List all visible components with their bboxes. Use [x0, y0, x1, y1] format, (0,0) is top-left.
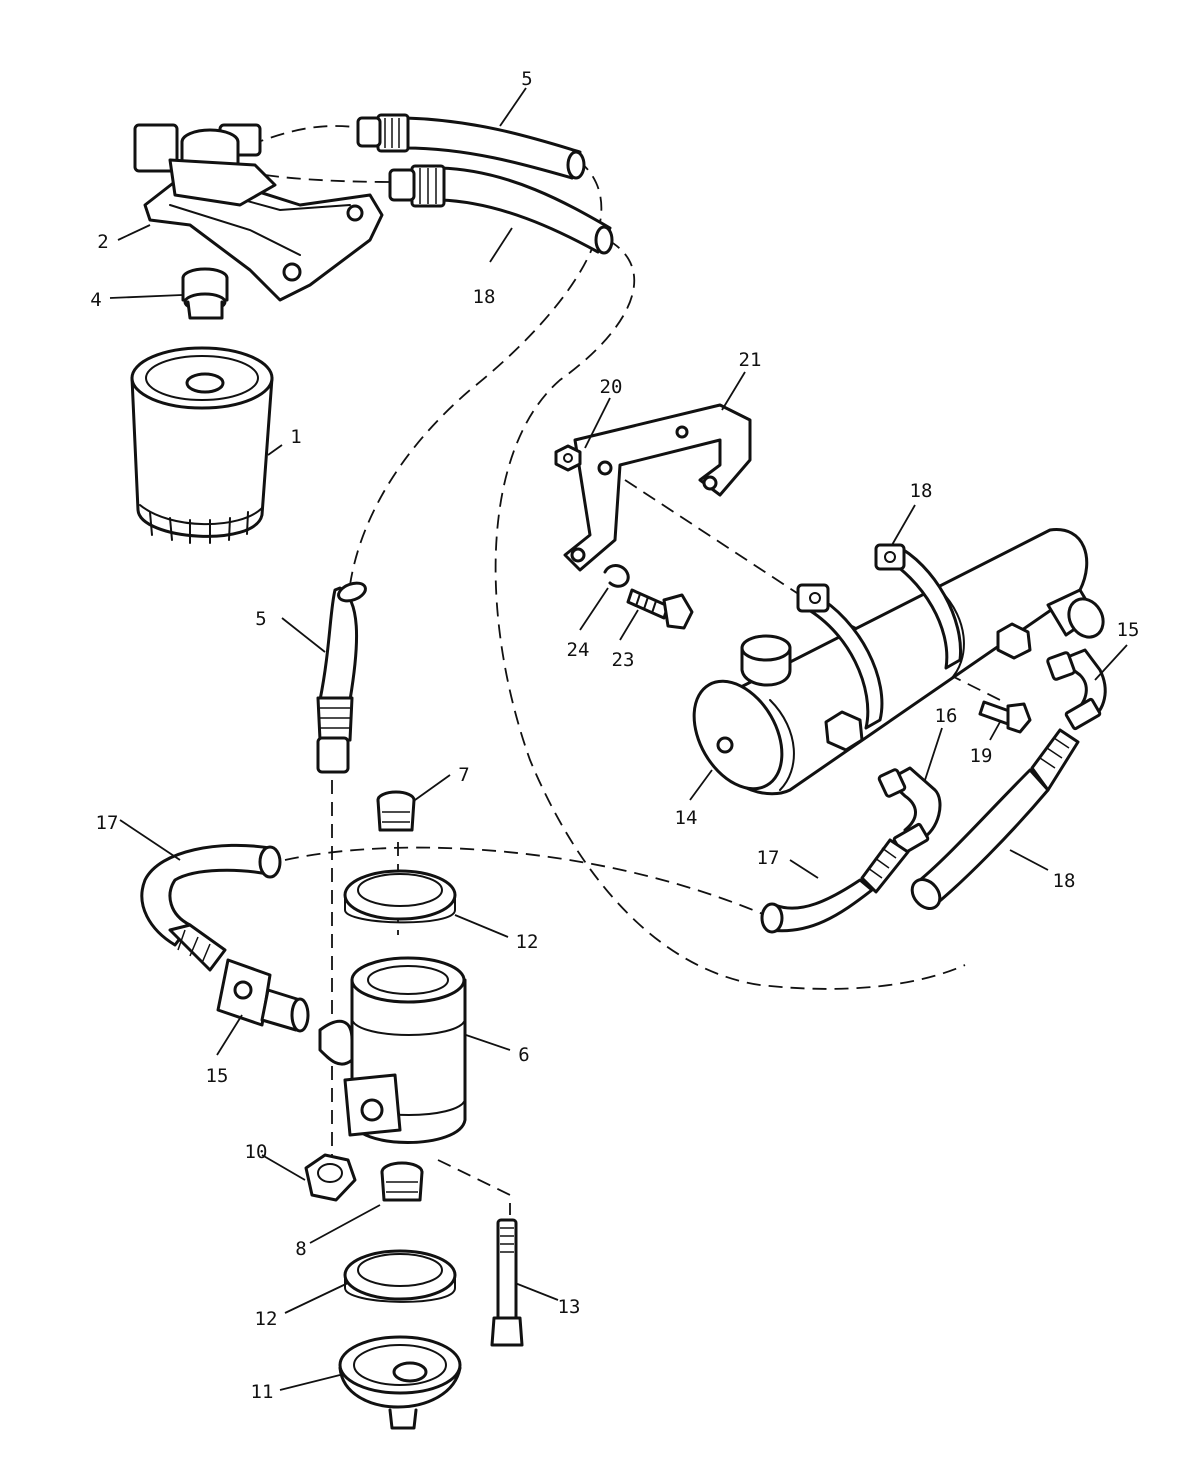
hose-part-18-top	[388, 164, 614, 255]
callout-label: 20	[600, 376, 623, 398]
fitting-part-4	[181, 267, 229, 320]
callout-label: 5	[255, 608, 266, 630]
callout-label: 5	[521, 68, 532, 90]
elbow-fitting-part-15-right	[1046, 648, 1107, 731]
callout-label: 2	[97, 231, 108, 253]
bolt-part-13	[490, 1218, 524, 1347]
nut-part-21	[554, 444, 582, 472]
bolt-part-20	[978, 700, 1032, 734]
callout-label: 14	[675, 807, 698, 829]
callout-label: 18	[910, 480, 933, 502]
callout-label: 12	[516, 931, 539, 953]
callout-label: 23	[612, 649, 635, 671]
callout-label: 19	[970, 745, 993, 767]
nut-fitting-part-10	[304, 1153, 357, 1202]
callout-label: 21	[739, 349, 762, 371]
callout-label: 12	[255, 1308, 278, 1330]
callout-label: 24	[567, 639, 590, 661]
callout-label: 15	[206, 1065, 229, 1087]
hose-part-17-left	[140, 843, 282, 972]
o-ring-part-12-upper	[343, 869, 457, 924]
callout-label: 16	[935, 705, 958, 727]
mounting-bracket	[563, 403, 752, 572]
hose-part-18-right	[910, 728, 1080, 910]
oil-filter	[130, 346, 274, 544]
base-cap-part-11	[338, 1335, 462, 1430]
hose-part-5-middle	[316, 581, 367, 774]
filter-adapter-bracket	[133, 123, 384, 302]
callout-label: 17	[757, 847, 780, 869]
callout-label: 4	[90, 289, 101, 311]
callout-label: 10	[245, 1141, 268, 1163]
callout-label: 6	[518, 1044, 529, 1066]
callout-label: 17	[96, 812, 119, 834]
fitting-part-8	[380, 1161, 424, 1202]
plug-part-7	[376, 790, 416, 832]
callout-label: 15	[1117, 619, 1140, 641]
callout-label: 13	[558, 1296, 581, 1318]
washer-part-24	[603, 564, 630, 588]
bolt-part-23	[626, 588, 694, 630]
filter-housing	[318, 956, 467, 1144]
callout-label: 7	[458, 764, 469, 786]
o-ring-part-12-lower	[343, 1249, 457, 1303]
callout-label: 11	[251, 1381, 274, 1403]
callout-numbers: 5 2 4 1 18 20 21 18 5 24 23 15 16 19 14 …	[90, 68, 1139, 1403]
callout-label: 18	[1053, 870, 1076, 892]
callout-label: 18	[473, 286, 496, 308]
oil-cooler	[692, 528, 1105, 796]
callout-label: 1	[290, 426, 301, 448]
hose-part-17-right	[760, 838, 910, 934]
callout-leader-lines	[109, 87, 1128, 1391]
tee-fitting-part-15-left	[216, 958, 310, 1033]
elbow-fitting-part-16	[877, 766, 942, 856]
hose-part-5-top	[356, 113, 586, 180]
callout-label: 8	[295, 1238, 306, 1260]
